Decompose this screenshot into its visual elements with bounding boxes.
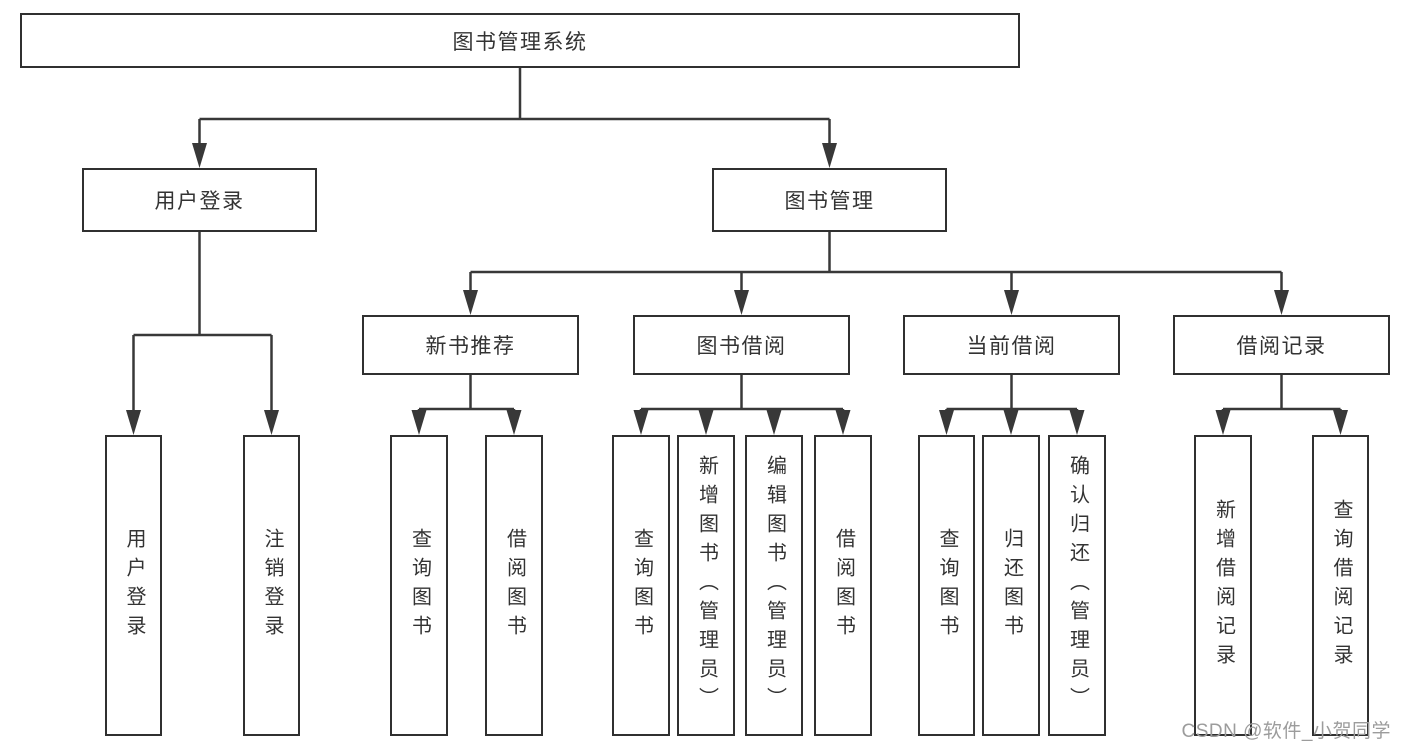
edge-mgmt-to-level3 [469, 232, 1283, 305]
arrow-down-icon [1003, 410, 1019, 435]
arrow-down-icon [1004, 290, 1019, 315]
node-borrowing-records: 借阅记录 [1173, 315, 1390, 375]
csdn-watermark: CSDN @软件_小贺同学 [1181, 721, 1391, 742]
arrow-down-icon [126, 410, 141, 435]
node-label: 用户登录 [123, 527, 145, 644]
node-label: 新书推荐 [425, 335, 516, 358]
leaf-query-books-recommend: 查询图书 [390, 435, 448, 736]
arrow-down-icon [633, 410, 649, 435]
edge-recommend-to-children [417, 375, 516, 425]
node-label: 借阅图书 [503, 527, 526, 644]
arrow-down-icon [463, 290, 478, 315]
arrow-down-icon [192, 143, 207, 168]
arrow-down-icon [766, 410, 782, 435]
arrow-down-icon [1215, 410, 1231, 435]
node-label: 查询图书 [936, 527, 958, 644]
arrow-down-icon [506, 410, 522, 435]
node-label: 编辑图书（管理员） [763, 455, 786, 716]
edge-root-to-level2 [198, 68, 831, 158]
leaf-add-book-admin: 新增图书（管理员） [677, 435, 735, 736]
leaf-edit-book-admin: 编辑图书（管理员） [745, 435, 803, 736]
arrow-down-icon [1069, 410, 1085, 435]
edge-login-to-children [132, 232, 273, 425]
arrow-down-icon [264, 410, 279, 435]
node-label: 借阅图书 [832, 527, 855, 644]
leaf-query-books-borrowing: 查询图书 [612, 435, 670, 736]
node-book-borrowing: 图书借阅 [633, 315, 850, 375]
node-label: 用户登录 [154, 190, 245, 213]
node-book-management: 图书管理 [712, 168, 947, 232]
node-label: 确认归还（管理员） [1066, 455, 1089, 716]
edge-records-to-children [1221, 375, 1342, 425]
leaf-logout-login: 注销登录 [243, 435, 300, 736]
node-label: 归还图书 [1000, 527, 1023, 644]
arrow-down-icon [835, 410, 851, 435]
node-label: 查询图书 [408, 527, 431, 644]
node-label: 当前借阅 [966, 335, 1057, 358]
node-library-management-system: 图书管理系统 [20, 13, 1020, 68]
leaf-return-books: 归还图书 [982, 435, 1040, 736]
node-label: 新增图书（管理员） [695, 455, 718, 716]
node-user-login: 用户登录 [82, 168, 317, 232]
arrow-down-icon [411, 410, 427, 435]
arrow-down-icon [1274, 290, 1289, 315]
arrowhead-icons [126, 143, 1348, 435]
node-label: 图书借阅 [696, 335, 787, 358]
arrow-down-icon [734, 290, 749, 315]
arrow-down-icon [698, 410, 714, 435]
node-label: 新增借阅记录 [1212, 498, 1235, 673]
leaf-borrow-books-recommend: 借阅图书 [485, 435, 543, 736]
node-label: 查询借阅记录 [1330, 498, 1352, 673]
leaf-add-borrow-record: 新增借阅记录 [1194, 435, 1252, 736]
leaf-user-login: 用户登录 [105, 435, 162, 736]
leaf-query-books-current: 查询图书 [918, 435, 975, 736]
node-label: 图书管理系统 [452, 30, 588, 54]
arrow-down-icon [822, 143, 837, 168]
leaf-borrow-books-borrowing: 借阅图书 [814, 435, 872, 736]
node-current-borrowing: 当前借阅 [903, 315, 1120, 375]
node-label: 注销登录 [261, 527, 283, 644]
node-new-book-recommend: 新书推荐 [362, 315, 579, 375]
edge-borrowing-to-children [639, 375, 845, 425]
arrow-down-icon [939, 410, 954, 435]
leaf-confirm-return-admin: 确认归还（管理员） [1048, 435, 1106, 736]
arrow-down-icon [1333, 410, 1348, 435]
leaf-query-borrow-record: 查询借阅记录 [1312, 435, 1369, 736]
node-label: 图书管理 [784, 190, 875, 213]
node-label: 借阅记录 [1236, 335, 1327, 358]
node-label: 查询图书 [630, 527, 653, 644]
